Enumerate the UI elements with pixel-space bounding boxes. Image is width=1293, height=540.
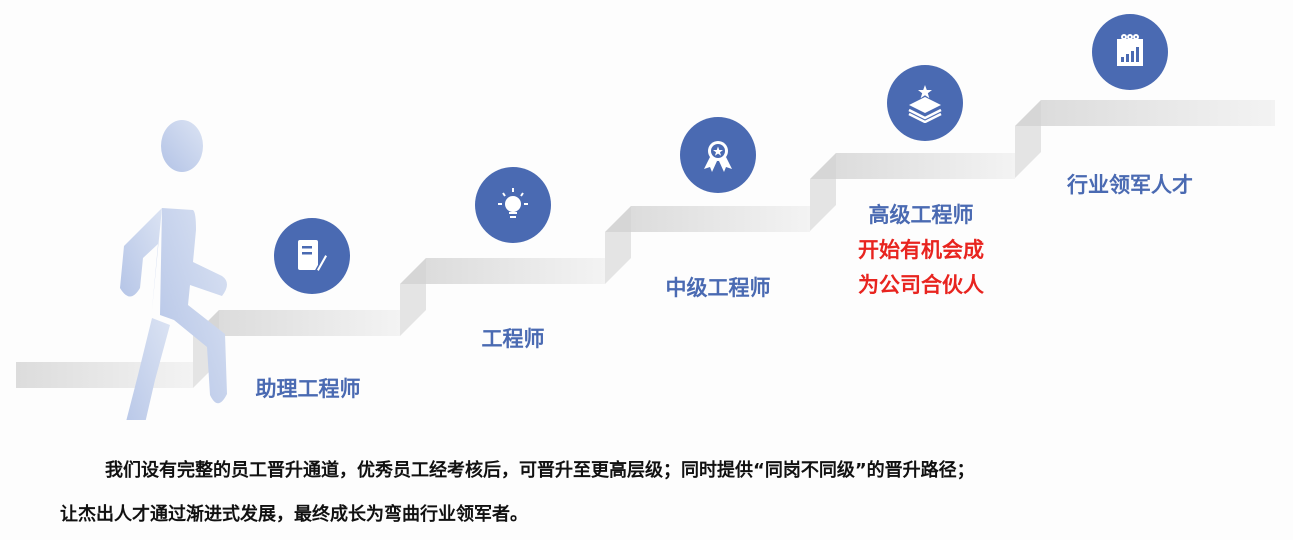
step-icon-circle — [1092, 14, 1168, 90]
document-pen-icon — [298, 240, 329, 274]
stair-tread — [16, 362, 193, 388]
stair-tread — [836, 153, 1015, 179]
stair-bevel — [400, 258, 426, 284]
stair-tread — [219, 310, 400, 336]
step-label-engineer: 工程师 — [481, 327, 545, 351]
stair-bevel — [810, 153, 836, 179]
stair-riser — [1015, 126, 1041, 178]
stair-riser — [605, 232, 631, 284]
stair-riser — [400, 284, 426, 336]
stair-riser — [810, 179, 836, 231]
step-icon-circle — [887, 65, 963, 141]
step-label-industry-leader: 行业领军人才 — [1067, 173, 1193, 197]
stair-bevel — [605, 206, 631, 232]
stair-tread — [1041, 100, 1275, 126]
description-line-2: 让杰出人才通过渐进式发展，最终成长为弯曲行业领军者。 — [60, 504, 528, 525]
step-icon-circle — [680, 117, 756, 193]
senior-title: 高级工程师 — [868, 203, 974, 227]
senior-note-line1: 开始有机会成 — [858, 238, 984, 262]
step-icon-circle — [475, 167, 551, 243]
walking-person-icon — [120, 120, 227, 420]
stair-tread — [426, 258, 605, 284]
step-icon-circle — [274, 218, 350, 294]
description-line-1: 我们设有完整的员工晋升通道，优秀员工经考核后，可晋升至更高层级；同时提供“同岗不… — [105, 460, 975, 481]
layers-star-icon — [908, 85, 942, 123]
calendar-chart-icon — [1117, 34, 1143, 66]
step-label-senior-engineer: 高级工程师 开始有机会成 为公司合伙人 — [858, 198, 984, 303]
award-ribbon-icon — [704, 141, 732, 172]
step-label-intermediate-engineer: 中级工程师 — [665, 276, 771, 300]
stair-tread — [631, 206, 810, 232]
step-label-assistant-engineer: 助理工程师 — [255, 377, 361, 401]
senior-note-line2: 为公司合伙人 — [858, 273, 984, 297]
staircase-graphic — [16, 100, 1275, 420]
stair-bevel — [1015, 100, 1041, 126]
lightbulb-icon — [498, 188, 528, 218]
